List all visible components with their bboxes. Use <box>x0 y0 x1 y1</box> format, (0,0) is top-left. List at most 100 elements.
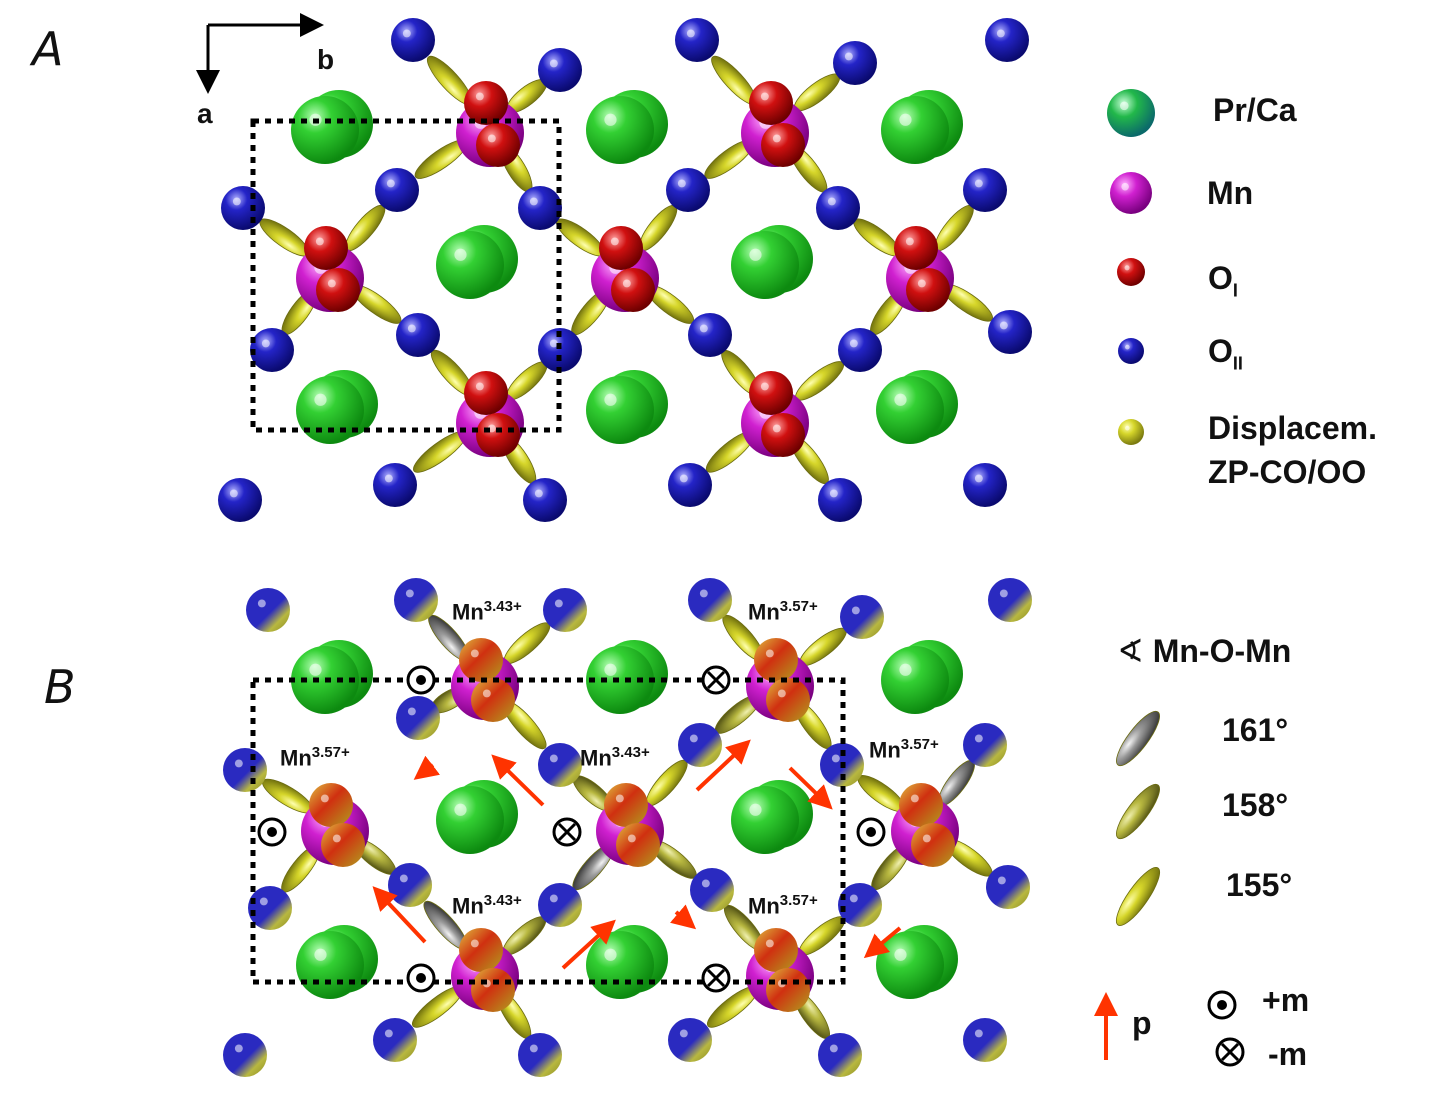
oxygen-two-atom <box>396 313 440 357</box>
oxygen-two-atom <box>838 883 882 927</box>
oxygen-two-atom-highlight <box>405 589 414 598</box>
plus-m-dot <box>267 827 277 837</box>
oxygen-two-atom-highlight <box>827 197 836 206</box>
oxygen-two-atom-highlight <box>386 179 395 188</box>
oxygen-one-atom <box>911 823 955 867</box>
oxygen-two-atom-highlight <box>529 1044 538 1053</box>
oxygen-two-atom-highlight <box>549 754 558 763</box>
oxygen-two-atom-highlight <box>407 707 416 716</box>
oxygen-two-atom-highlight <box>677 179 686 188</box>
oxygen-one-atom-highlight <box>475 382 484 391</box>
pr-ca-atom <box>731 786 799 854</box>
oxygen-two-atom <box>543 588 587 632</box>
oxygen-two-atom <box>668 463 712 507</box>
axis-a-label: a <box>197 98 213 129</box>
oxygen-two-atom-highlight <box>679 474 688 483</box>
oxygen-two-atom <box>986 865 1030 909</box>
oxygen-two-atom-highlight <box>997 876 1006 885</box>
oxygen-two-atom <box>223 1033 267 1077</box>
oxygen-two-atom <box>373 463 417 507</box>
axis-indicator <box>196 13 324 94</box>
oxygen-one-atom <box>766 678 810 722</box>
oxygen-one-atom <box>309 783 353 827</box>
pr-ca-atom-highlight <box>749 248 762 261</box>
oxygen-two-atom-highlight <box>232 197 241 206</box>
oxygen-two-atom <box>248 886 292 930</box>
oxygen-two-atom <box>963 1018 1007 1062</box>
oxygen-two-atom-highlight <box>234 1044 243 1053</box>
oxygen-two-atom <box>538 48 582 92</box>
pr-ca-atom <box>586 931 654 999</box>
pr-ca-atom-highlight <box>894 393 907 406</box>
oxygen-two-atom <box>538 883 582 927</box>
oxygen-one-atom-highlight <box>610 237 619 246</box>
oxygen-two-atom-highlight <box>229 489 238 498</box>
oxygen-two-atom <box>988 310 1032 354</box>
oxygen-one-atom <box>476 123 520 167</box>
legend-displacement-label: Displacem. <box>1208 410 1377 446</box>
oxygen-two-atom-highlight <box>679 1029 688 1038</box>
angle-icon: ∢ <box>1117 633 1144 669</box>
oxygen-one-atom <box>906 268 950 312</box>
oxygen-two-atom-highlight <box>534 489 543 498</box>
oxygen-two-atom <box>963 168 1007 212</box>
angle-155-ellipsoid <box>1115 867 1161 926</box>
oxygen-one-atom-highlight <box>765 649 774 658</box>
oxygen-one-atom <box>899 783 943 827</box>
pr-ca-atom-highlight <box>309 663 322 676</box>
oxygen-two-atom-highlight <box>399 874 408 883</box>
pr-ca-sphere <box>1107 89 1155 137</box>
oxygen-one-atom-highlight <box>475 92 484 101</box>
oxygen-one-atom <box>604 783 648 827</box>
oxygen-one-atom-highlight <box>760 382 769 391</box>
polarization-arrow <box>413 755 440 780</box>
oxygen-two-atom <box>963 723 1007 767</box>
oxygen-one-atom <box>894 226 938 270</box>
pr-ca-atom <box>296 931 364 999</box>
oxygen-two-sphere <box>1118 338 1144 364</box>
oxygen-one-atom-highlight <box>320 794 329 803</box>
oxygen-one-atom <box>749 371 793 415</box>
oxygen-one-atom <box>749 81 793 125</box>
oxygen-two-atom-highlight <box>259 897 268 906</box>
oxygen-two-atom <box>818 478 862 522</box>
oxygen-two-atom <box>690 868 734 912</box>
oxygen-two-atom <box>221 186 265 230</box>
oxygen-one-atom-highlight <box>905 237 914 246</box>
oxygen-one-atom <box>766 968 810 1012</box>
oxygen-two-atom-highlight <box>974 179 983 188</box>
pr-ca-atom-highlight <box>894 948 907 961</box>
oxygen-two-atom <box>688 313 732 357</box>
oxygen-one-atom <box>316 268 360 312</box>
oxygen-two-atom <box>394 578 438 622</box>
oxygen-two-atom-highlight <box>849 894 858 903</box>
oxygen-two-atom-highlight <box>829 489 838 498</box>
angle-158-ellipsoid <box>1116 783 1160 840</box>
oxygen-two-atom <box>985 18 1029 62</box>
legend-graphics <box>1094 89 1245 1067</box>
oxygen-one-atom-highlight <box>615 794 624 803</box>
oxygen-two-atom-highlight <box>402 29 411 38</box>
mn-sphere-highlight <box>1121 182 1129 191</box>
oxygen-one-atom-highlight <box>332 834 341 843</box>
minus-m-cross <box>706 968 726 988</box>
oxygen-one-sphere <box>1117 258 1145 286</box>
oxygen-one-atom <box>754 638 798 682</box>
legend-oxygen-one-label: OI <box>1208 260 1238 301</box>
panel-a-structure <box>218 18 1032 522</box>
unit-cell-box <box>250 118 562 433</box>
oxygen-one-atom <box>616 823 660 867</box>
oxygen-one-atom <box>611 268 655 312</box>
panel-b-label: B <box>44 660 76 714</box>
oxygen-two-atom <box>246 588 290 632</box>
oxygen-two-atom-highlight <box>699 589 708 598</box>
oxygen-one-atom-highlight <box>910 794 919 803</box>
mn-label: Mn3.43+ <box>452 892 522 919</box>
oxygen-one-atom <box>471 678 515 722</box>
displacement-ellipsoid <box>259 218 310 257</box>
pr-ca-atom-highlight <box>899 113 912 126</box>
pr-ca-atom-highlight <box>454 803 467 816</box>
legend-angle-158: 158° <box>1222 787 1289 823</box>
oxygen-two-atom-highlight <box>234 759 243 768</box>
